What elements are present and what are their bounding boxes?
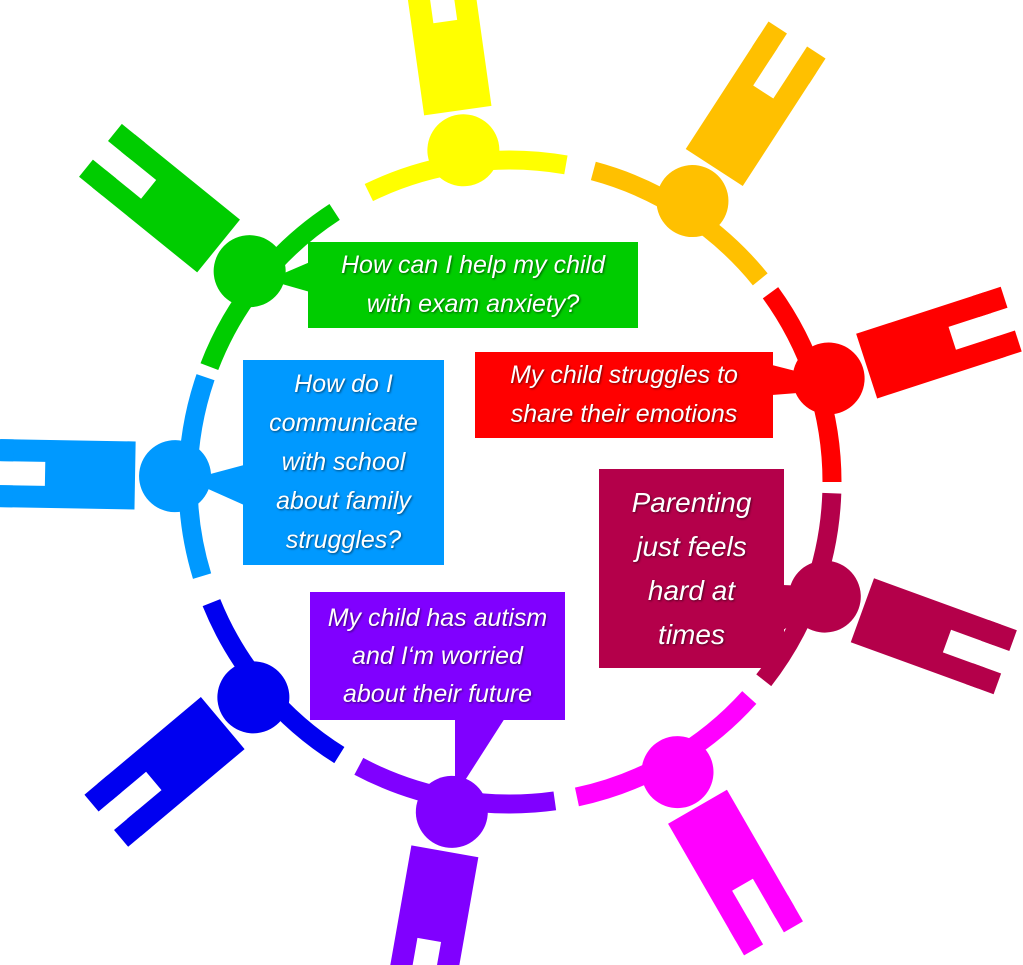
speech-bubble-emotions: My child struggles to share their emotio…	[475, 352, 773, 438]
foot	[84, 775, 122, 812]
head	[641, 736, 714, 809]
red-person-figure	[792, 286, 1022, 415]
head	[792, 342, 865, 415]
head	[415, 775, 488, 848]
green-person-figure	[79, 123, 286, 308]
foot	[107, 123, 146, 160]
magenta-person-figure	[641, 736, 803, 956]
foot	[768, 895, 803, 933]
yellow-person-figure	[405, 0, 500, 187]
speech-bubble-parenting-hard: Parenting just feels hard at times	[599, 469, 784, 668]
body	[685, 35, 817, 187]
head	[139, 440, 212, 513]
body	[405, 0, 492, 116]
bubble-text: My child has autism and I‘m worried abou…	[327, 604, 548, 708]
foot	[965, 663, 1002, 695]
red-bubble-tail	[772, 365, 862, 395]
body	[0, 439, 136, 510]
foot	[981, 620, 1017, 651]
foot	[79, 159, 117, 196]
speech-bubble-autism-future: My child has autism and I‘m worried abou…	[310, 592, 565, 720]
body	[668, 789, 795, 941]
head	[213, 235, 286, 308]
blue-person-figure	[84, 661, 290, 847]
foot	[0, 484, 13, 508]
head	[217, 661, 290, 734]
body	[387, 845, 479, 965]
bubble-text: My child struggles to share their emotio…	[510, 361, 738, 428]
bubble-text: Parenting just feels hard at times	[631, 486, 752, 650]
green-bubble-tail	[268, 262, 310, 292]
foot	[0, 438, 14, 462]
maroon-bubble-tail	[783, 585, 852, 630]
speech-bubble-communicate-school: How do I communicate with school about f…	[243, 360, 444, 565]
foot	[114, 810, 152, 847]
maroon-person-figure	[788, 560, 1017, 695]
bubble-text: How do I communicate with school about f…	[269, 370, 418, 554]
light-blue-person-figure	[0, 438, 212, 513]
head	[656, 165, 729, 238]
head	[427, 114, 500, 187]
foot	[972, 286, 1008, 318]
bubble-text: How can I help my child with exam anxiet…	[340, 251, 605, 318]
foot	[986, 330, 1022, 361]
orange-person-figure	[656, 21, 826, 238]
purple-bubble-tail	[455, 718, 505, 796]
foot	[729, 918, 764, 956]
body	[850, 578, 1001, 689]
body	[856, 292, 1006, 399]
speech-bubble-exam-anxiety: How can I help my child with exam anxiet…	[308, 242, 638, 328]
light-blue-bubble-tail	[188, 465, 244, 505]
foot	[752, 21, 787, 59]
body	[97, 696, 245, 836]
foot	[790, 46, 826, 84]
body	[92, 134, 240, 273]
purple-person-figure	[387, 775, 488, 965]
